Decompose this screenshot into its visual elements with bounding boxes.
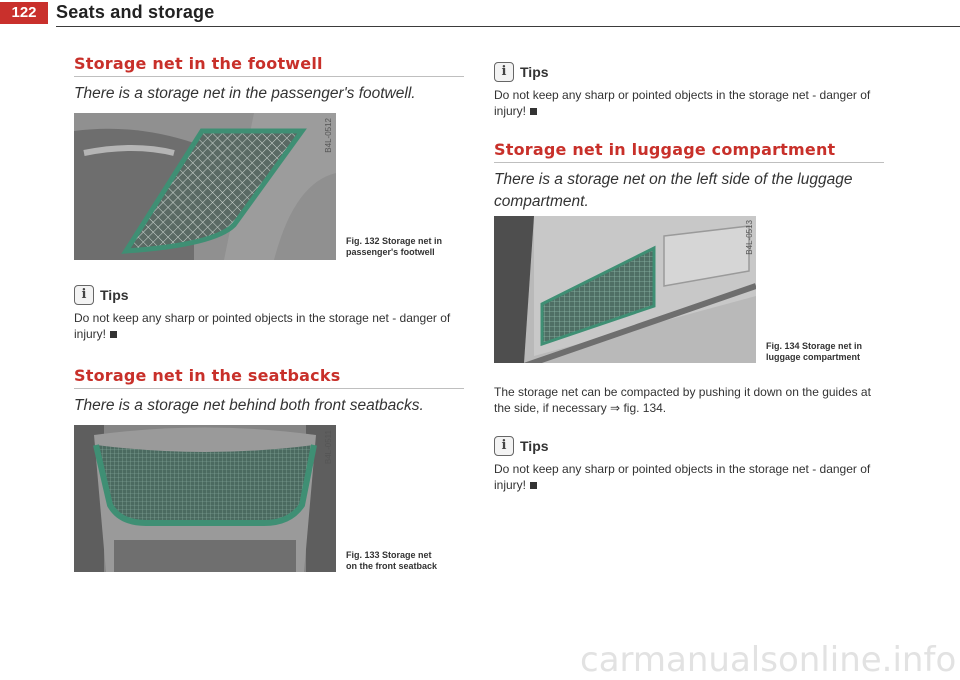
watermark: carmanualsonline.info: [580, 640, 957, 680]
footwell-heading-rule: [74, 76, 464, 77]
luggage-heading-rule: [494, 162, 884, 163]
luggage-heading: Storage net in luggage compartment: [494, 140, 836, 159]
tips-label-1: Tips: [100, 287, 129, 303]
tips-heading-3: i Tips: [494, 436, 884, 456]
footwell-net-illustration: [74, 113, 336, 260]
figure-133-caption-line2: on the front seatback: [346, 561, 438, 571]
figure-133-caption-line1: Storage net: [382, 550, 432, 560]
footwell-section: Storage net in the footwell There is a s…: [74, 54, 464, 105]
tips-heading-2: i Tips: [494, 62, 884, 82]
seatbacks-lead: There is a storage net behind both front…: [74, 397, 424, 414]
figure-132-caption: Fig. 132 Storage net in passenger's foot…: [346, 236, 466, 258]
tips-block-3: i Tips Do not keep any sharp or pointed …: [494, 436, 884, 493]
tips-text-2: Do not keep any sharp or pointed objects…: [494, 88, 871, 118]
figure-132-caption-line1: Storage net in: [382, 236, 443, 246]
seatback-net-illustration: [74, 425, 336, 572]
page-header: 122 Seats and storage: [0, 0, 960, 30]
section-title: Seats and storage: [56, 2, 215, 22]
tips-label-3: Tips: [520, 438, 549, 454]
seatbacks-section: Storage net in the seatbacks There is a …: [74, 366, 464, 417]
luggage-net-illustration: [494, 216, 756, 363]
tips-label-2: Tips: [520, 64, 549, 80]
end-square-icon: [110, 331, 118, 339]
info-icon: i: [494, 436, 514, 456]
end-square-icon: [530, 482, 538, 490]
tips-block-2: i Tips Do not keep any sharp or pointed …: [494, 62, 884, 119]
footwell-lead: There is a storage net in the passenger'…: [74, 85, 416, 102]
header-rule: [56, 26, 960, 27]
tips-block-1: i Tips Do not keep any sharp or pointed …: [74, 285, 464, 342]
figure-133-number: Fig. 133: [346, 550, 380, 560]
info-icon: i: [494, 62, 514, 82]
figure-133-code: B4L-0511: [324, 430, 333, 465]
page-number: 122: [0, 2, 48, 24]
figure-132-code: B4L-0512: [324, 118, 333, 153]
figure-134-code: B4L-0513: [745, 220, 754, 255]
figure-132-photo: [74, 113, 336, 260]
figure-134-number: Fig. 134: [766, 341, 800, 351]
figure-133-photo: [74, 425, 336, 572]
figure-134-caption-line2: luggage compartment: [766, 352, 861, 362]
seatbacks-heading: Storage net in the seatbacks: [74, 366, 341, 385]
seatbacks-heading-rule: [74, 388, 464, 389]
luggage-body-text: The storage net can be compacted by push…: [494, 385, 871, 415]
figure-132-caption-line2: passenger's footwell: [346, 247, 435, 257]
tips-text-1: Do not keep any sharp or pointed objects…: [74, 311, 451, 341]
figure-132-number: Fig. 132: [346, 236, 380, 246]
info-icon: i: [74, 285, 94, 305]
tips-heading-1: i Tips: [74, 285, 464, 305]
tips-text-3: Do not keep any sharp or pointed objects…: [494, 462, 871, 492]
luggage-lead: There is a storage net on the left side …: [494, 171, 853, 210]
end-square-icon: [530, 108, 538, 116]
figure-134-caption-line1: Storage net in: [802, 341, 863, 351]
footwell-heading: Storage net in the footwell: [74, 54, 323, 73]
figure-134-photo: [494, 216, 756, 363]
figure-133-caption: Fig. 133 Storage net on the front seatba…: [346, 550, 466, 572]
luggage-section: Storage net in luggage compartment There…: [494, 140, 884, 213]
figure-134-caption: Fig. 134 Storage net in luggage compartm…: [766, 341, 886, 363]
